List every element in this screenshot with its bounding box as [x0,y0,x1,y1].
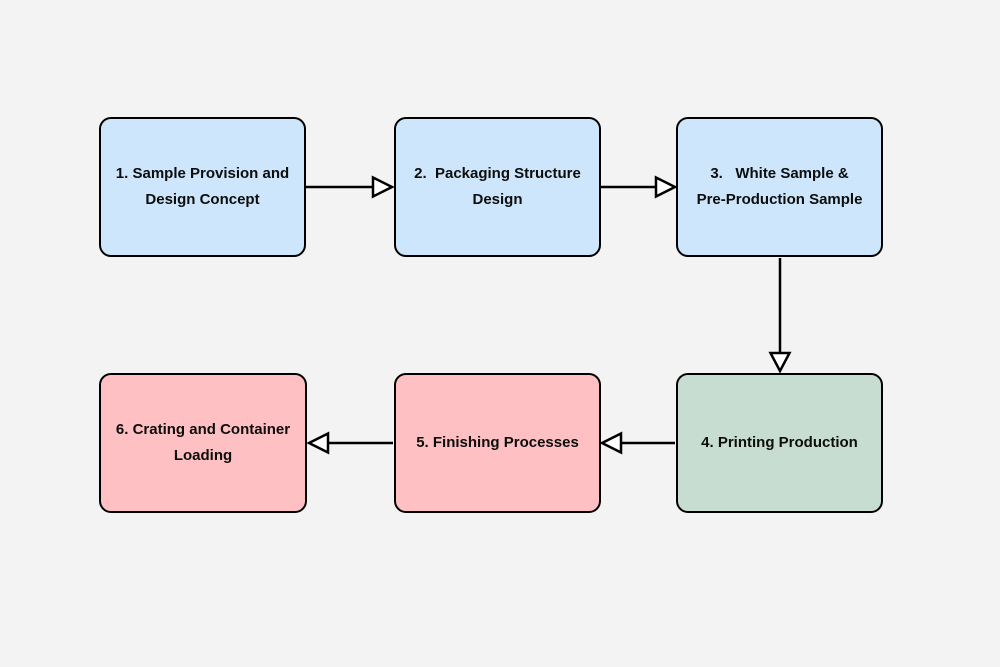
flow-node-printing-production: 4. Printing Production [676,373,883,513]
flow-node-label: 5. Finishing Processes [416,434,579,451]
arrow-4-to-5 [599,431,675,455]
flow-node-sample-provision: 1. Sample Provision and Design Concept [99,117,306,257]
flow-node-label: 3. White Sample & Pre-Production Sample [696,165,863,208]
arrow-3-to-4 [768,258,792,374]
flow-node-label: 1. Sample Provision and Design Concept [115,165,290,208]
arrow-1-to-2 [306,175,395,199]
flow-node-label: 6. Crating and Container Loading [115,421,291,464]
flow-node-finishing-processes: 5. Finishing Processes [394,373,601,513]
flow-node-crating-container-loading: 6. Crating and Container Loading [99,373,307,513]
arrow-5-to-6 [306,431,393,455]
flow-node-label: 4. Printing Production [701,434,858,451]
flow-node-packaging-structure-design: 2. Packaging Structure Design [394,117,601,257]
arrow-2-to-3 [601,175,678,199]
flow-node-label: 2. Packaging Structure Design [414,165,581,208]
flow-node-white-sample: 3. White Sample & Pre-Production Sample [676,117,883,257]
